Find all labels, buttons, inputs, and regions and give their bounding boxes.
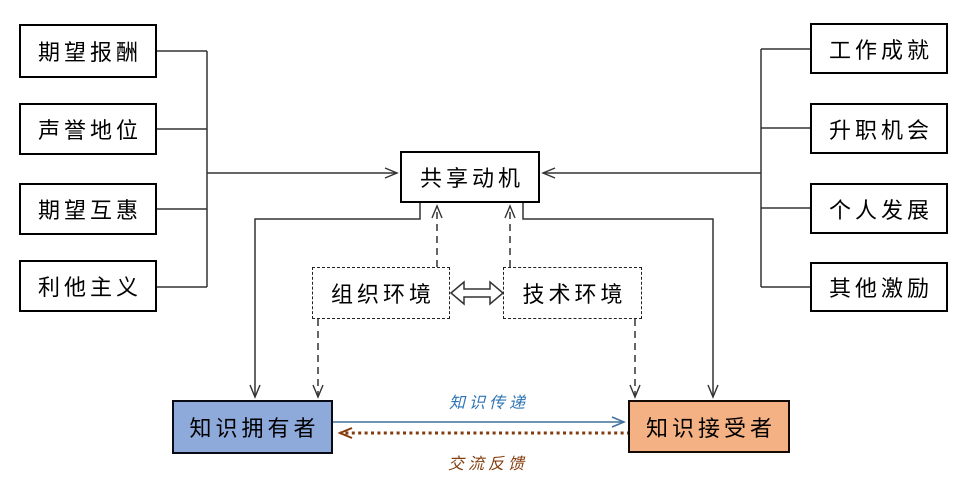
box-work-achievement: 工作成就 [810, 23, 948, 74]
box-expected-reward: 期望报酬 [19, 24, 157, 78]
box-promotion-opportunity: 升职机会 [810, 103, 948, 154]
box-reputation-status: 声誉地位 [19, 103, 157, 155]
label-knowledge-transfer: 知识传递 [448, 395, 529, 412]
box-other-incentives: 其他激励 [810, 262, 948, 312]
box-expected-reciprocity: 期望互惠 [19, 183, 157, 235]
box-organizational-environment: 组织环境 [312, 267, 450, 319]
box-technical-environment: 技术环境 [503, 267, 642, 319]
box-altruism: 利他主义 [19, 260, 157, 312]
box-knowledge-owner: 知识拥有者 [172, 400, 333, 454]
box-sharing-motivation: 共享动机 [400, 151, 540, 203]
box-knowledge-receiver: 知识接受者 [628, 400, 790, 453]
label-communication-feedback: 交流反馈 [447, 456, 528, 473]
double-arrow-icon [449, 280, 505, 306]
box-personal-development: 个人发展 [810, 183, 948, 234]
